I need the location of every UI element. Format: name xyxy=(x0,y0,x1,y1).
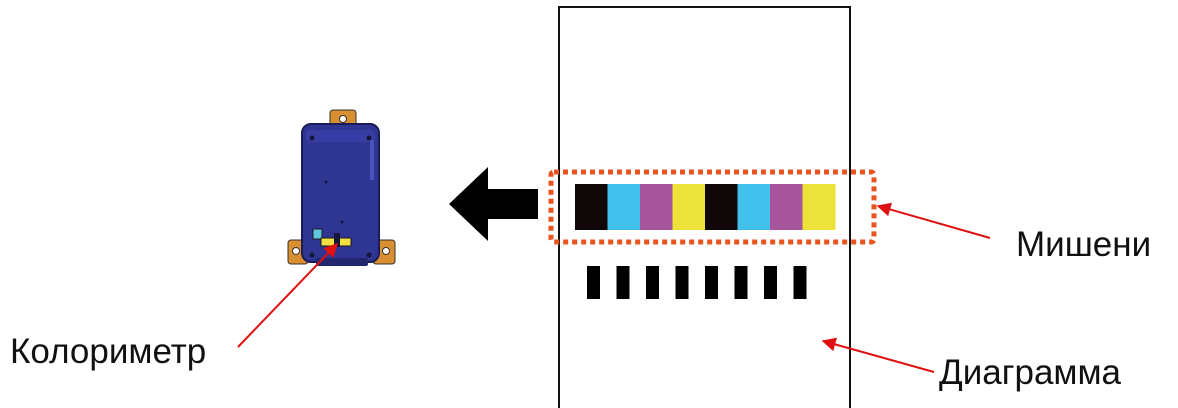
reference-mark xyxy=(764,266,777,299)
target-patch-black xyxy=(575,184,608,230)
target-patch-cyan xyxy=(607,184,641,230)
sensor-window-cyan xyxy=(312,228,323,240)
chart-annotation-arrow xyxy=(821,337,935,373)
targets-label: Мишени xyxy=(1016,225,1152,264)
colorimeter-annotation-arrow xyxy=(237,242,338,348)
reference-mark xyxy=(646,266,659,299)
target-patch-yellow xyxy=(802,184,836,230)
colorimeter-device xyxy=(287,109,396,266)
chart-label: Диаграмма xyxy=(939,353,1122,392)
reference-mark xyxy=(616,266,630,299)
target-patch-magenta xyxy=(640,184,673,230)
scan-direction-arrow xyxy=(449,167,538,241)
targets-highlight-box xyxy=(548,169,877,245)
reference-mark xyxy=(793,266,807,299)
target-patch-yellow xyxy=(672,184,706,230)
colorimeter-label: Колориметр xyxy=(10,332,207,371)
reference-mark xyxy=(587,266,600,299)
reference-marks xyxy=(587,266,807,299)
target-patch-magenta xyxy=(770,184,803,230)
reference-mark xyxy=(705,266,718,299)
target-patch-strip xyxy=(575,184,836,230)
reference-mark xyxy=(675,266,689,299)
target-patch-black xyxy=(705,184,738,230)
reference-mark xyxy=(734,266,748,299)
target-patch-cyan xyxy=(737,184,771,230)
targets-annotation-arrow xyxy=(876,202,991,239)
